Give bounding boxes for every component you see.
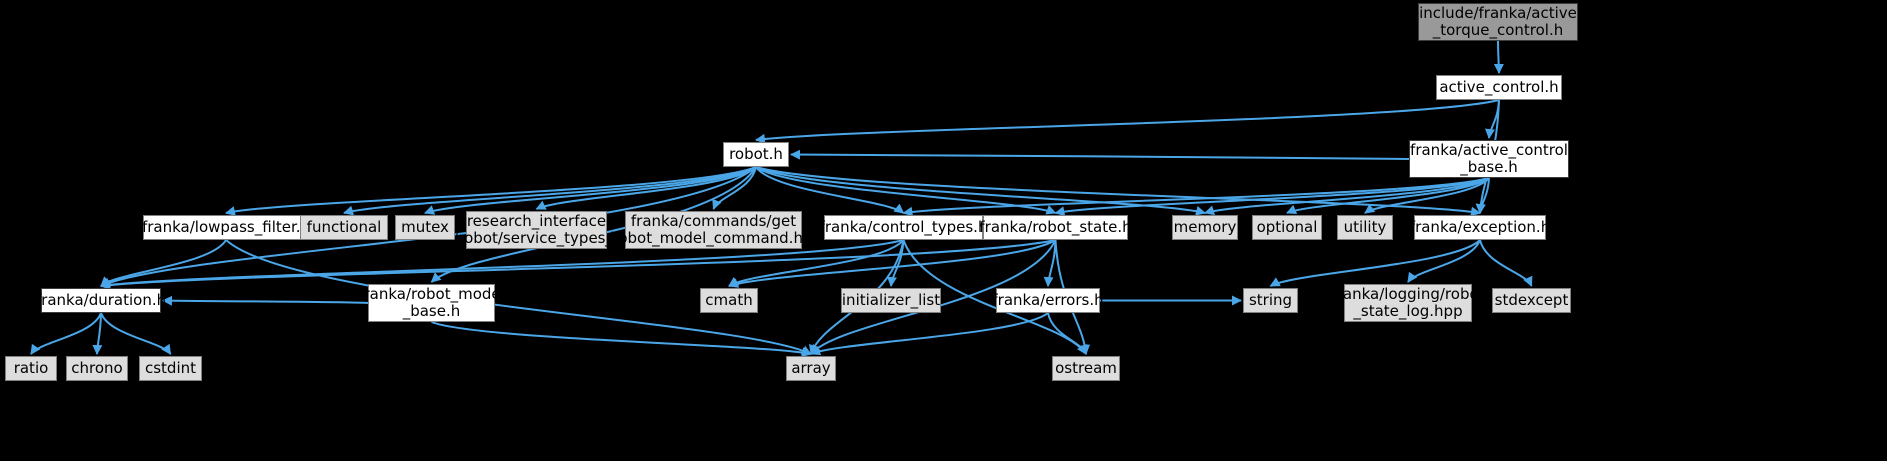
graph-node-exception[interactable]: franka/exception.h: [1414, 215, 1546, 240]
edge-robot_state-to-errors: [1048, 240, 1056, 286]
edge-acb-to-optional: [1287, 178, 1489, 213]
edge-robot_model_base-to-duration: [163, 301, 368, 304]
edge-robot-to-control_types: [756, 167, 904, 213]
edge-control_types-to-initializer_list: [891, 240, 904, 286]
graph-node-rsl[interactable]: franka/logging/robot _state_log.hpp: [1344, 284, 1472, 322]
graph-node-control_types[interactable]: franka/control_types.h: [824, 215, 983, 240]
edge-exception-to-stdexcept: [1480, 240, 1532, 286]
edge-robot-to-get_rmc: [714, 167, 757, 209]
edge-robot-to-memory: [756, 167, 1205, 213]
graph-node-utility[interactable]: utility: [1337, 215, 1393, 240]
edge-exception-to-string: [1271, 240, 1481, 286]
edge-acb-to-robot: [791, 155, 1409, 160]
edge-errors-to-ostream: [1048, 313, 1086, 354]
edge-robot-to-service_types: [537, 167, 757, 209]
edge-duration-to-cstdint: [101, 313, 171, 354]
graph-node-string[interactable]: string: [1243, 288, 1298, 313]
graph-node-stdexcept[interactable]: stdexcept: [1492, 288, 1571, 313]
edge-acb-to-control_types: [904, 178, 1490, 213]
graph-node-array[interactable]: array: [786, 356, 836, 381]
graph-node-robot_state[interactable]: franka/robot_state.h: [983, 215, 1128, 240]
edge-errors-to-array: [811, 313, 1048, 354]
edge-robot-to-exception: [756, 167, 1480, 213]
edge-acb-to-memory: [1205, 178, 1489, 213]
edge-robot-to-lowpass: [226, 167, 756, 213]
edge-duration-to-chrono: [97, 313, 101, 354]
edge-exception-to-rsl: [1408, 240, 1480, 282]
graph-node-ostream[interactable]: ostream: [1052, 356, 1120, 381]
graph-node-chrono[interactable]: chrono: [66, 356, 128, 381]
edge-acb-to-utility: [1365, 178, 1489, 213]
edge-active_control-to-acb: [1489, 100, 1499, 138]
graph-node-robot_model_base[interactable]: franka/robot_model _base.h: [368, 284, 495, 322]
graph-node-mutex[interactable]: mutex: [395, 215, 455, 240]
edge-paths: [31, 41, 1532, 354]
graph-node-active_control[interactable]: active_control.h: [1436, 75, 1562, 100]
graph-node-root[interactable]: include/franka/active _torque_control.h: [1418, 3, 1578, 41]
graph-node-cstdint[interactable]: cstdint: [139, 356, 202, 381]
graph-node-duration[interactable]: franka/duration.h: [41, 288, 161, 313]
edge-active_control-to-robot: [756, 100, 1499, 140]
graph-node-functional[interactable]: functional: [300, 215, 388, 240]
edge-acb-to-exception: [1480, 178, 1489, 213]
graph-node-get_rmc[interactable]: franka/commands/get _robot_model_command…: [625, 211, 802, 249]
graph-node-lowpass[interactable]: franka/lowpass_filter.h: [143, 215, 309, 240]
edge-duration-to-ratio: [31, 313, 101, 354]
edge-root-to-active_control: [1498, 41, 1499, 73]
graph-node-ratio[interactable]: ratio: [5, 356, 57, 381]
graph-node-cmath[interactable]: cmath: [700, 288, 758, 313]
edge-lowpass-to-duration: [101, 240, 226, 286]
graph-node-initializer_list[interactable]: initializer_list: [841, 288, 941, 313]
edge-robot-to-robot_state: [756, 167, 1056, 213]
edge-acb-to-robot_state: [1056, 178, 1490, 213]
edge-robot-to-functional: [344, 167, 756, 213]
graph-node-memory[interactable]: memory: [1172, 215, 1238, 240]
graph-node-robot[interactable]: robot.h: [723, 142, 789, 167]
graph-node-service_types[interactable]: research_interface /robot/service_types.…: [466, 211, 607, 249]
graph-node-acb[interactable]: franka/active_control _base.h: [1409, 140, 1569, 178]
graph-node-optional[interactable]: optional: [1252, 215, 1322, 240]
graph-node-errors[interactable]: franka/errors.h: [996, 288, 1100, 313]
edge-robot-to-mutex: [425, 167, 756, 213]
edge-robot_model_base-to-array: [432, 322, 812, 354]
